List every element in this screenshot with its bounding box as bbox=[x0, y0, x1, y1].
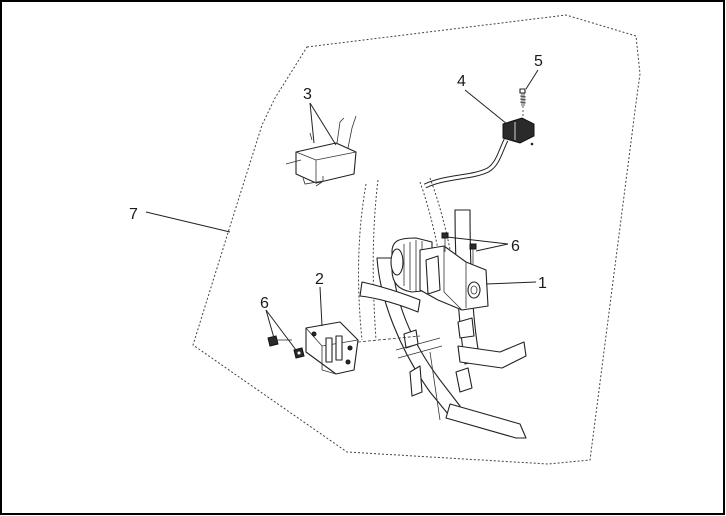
callout-5: 5 bbox=[534, 53, 543, 70]
callout-6-upper: 6 bbox=[511, 238, 520, 255]
part-5-screw bbox=[519, 88, 527, 116]
leader-lines bbox=[145, 69, 539, 351]
callout-7: 7 bbox=[129, 206, 138, 223]
callout-6-lower: 6 bbox=[260, 295, 269, 312]
part-6-bolt-nut-lower bbox=[267, 335, 305, 359]
callout-3: 3 bbox=[303, 86, 312, 103]
part-6-bolts-upper bbox=[441, 232, 477, 264]
part-2-fairlead bbox=[305, 321, 421, 375]
callout-1: 1 bbox=[538, 275, 547, 292]
part-3-relay-box bbox=[285, 115, 357, 187]
callout-2: 2 bbox=[315, 271, 324, 288]
callout-4: 4 bbox=[457, 73, 466, 90]
part-4-winch-switch bbox=[423, 117, 535, 189]
front-frame-bumper bbox=[359, 209, 527, 439]
part-1-winch bbox=[390, 237, 489, 311]
